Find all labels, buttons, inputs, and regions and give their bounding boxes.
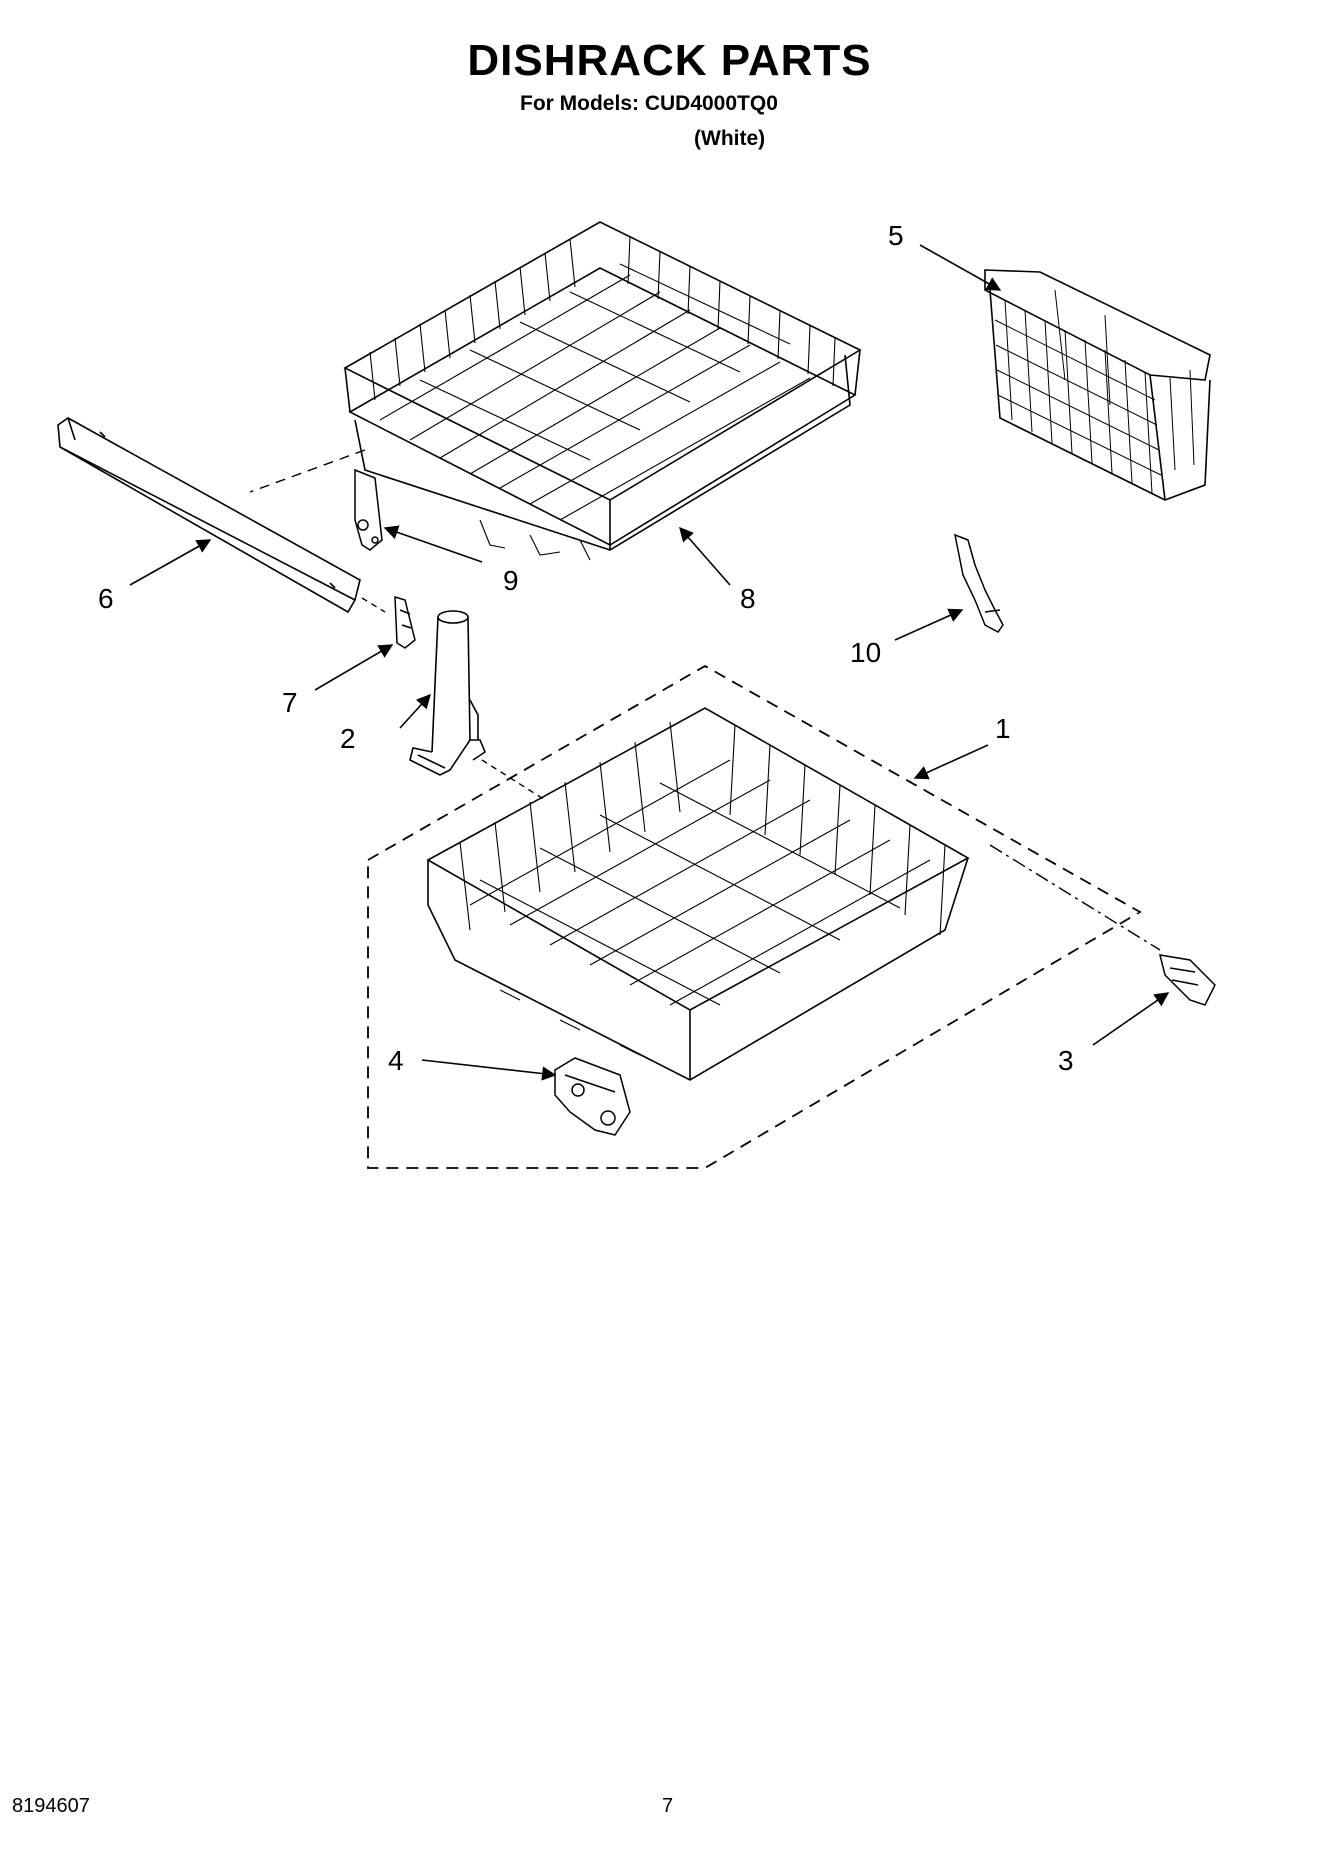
callout-6: 6: [98, 583, 114, 614]
rack-wheel-assembly: [554, 1057, 631, 1136]
callout-9: 9: [503, 565, 519, 596]
track-stop-clip: [394, 595, 416, 649]
callout-10: 10: [850, 637, 881, 668]
page-number: 7: [662, 1795, 674, 1817]
page-title: DISHRACK PARTS: [467, 36, 872, 85]
callout-1: 1: [995, 713, 1011, 744]
callout-5: 5: [888, 220, 904, 251]
callout-8: 8: [740, 583, 756, 614]
rack-adjuster: [354, 468, 383, 551]
upper-dishrack: [343, 221, 862, 561]
models-line: For Models: CUD4000TQ0: [520, 92, 778, 115]
callout-2: 2: [340, 723, 356, 754]
rack-clip: [953, 533, 1004, 633]
silverware-basket: [984, 269, 1211, 501]
callout-leaders: [129, 244, 1170, 1081]
rack-track: [57, 417, 361, 614]
rack-rear-clip: [1158, 954, 1216, 1006]
document-number: 8194607: [12, 1795, 90, 1817]
color-variant: (White): [694, 127, 766, 150]
water-feed-tube: [409, 610, 486, 776]
lower-dishrack: [426, 707, 970, 1081]
callout-7: 7: [282, 687, 298, 718]
callout-3: 3: [1058, 1045, 1074, 1076]
callout-4: 4: [388, 1045, 404, 1076]
